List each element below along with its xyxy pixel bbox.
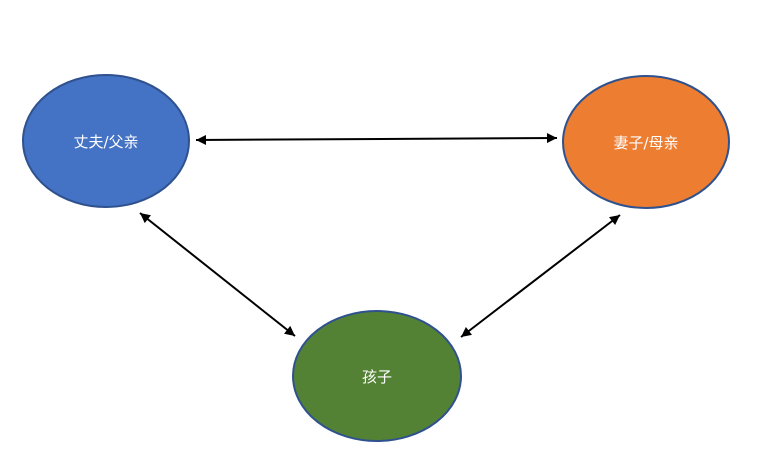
node-wife-mother-label: 妻子/母亲	[613, 134, 678, 152]
edge-husband-child	[139, 212, 296, 337]
edge-husband-wife	[195, 133, 558, 145]
node-child: 孩子	[292, 310, 462, 442]
node-wife-mother-shape	[562, 75, 730, 209]
node-wife-mother: 妻子/母亲	[562, 75, 730, 209]
node-husband-father-label: 丈夫/父亲	[73, 133, 138, 151]
edge-wife-child	[460, 214, 621, 338]
node-child-label: 孩子	[362, 368, 392, 386]
node-husband-father-shape	[22, 74, 190, 208]
node-husband-father: 丈夫/父亲	[22, 74, 190, 208]
node-child-shape	[292, 310, 462, 442]
